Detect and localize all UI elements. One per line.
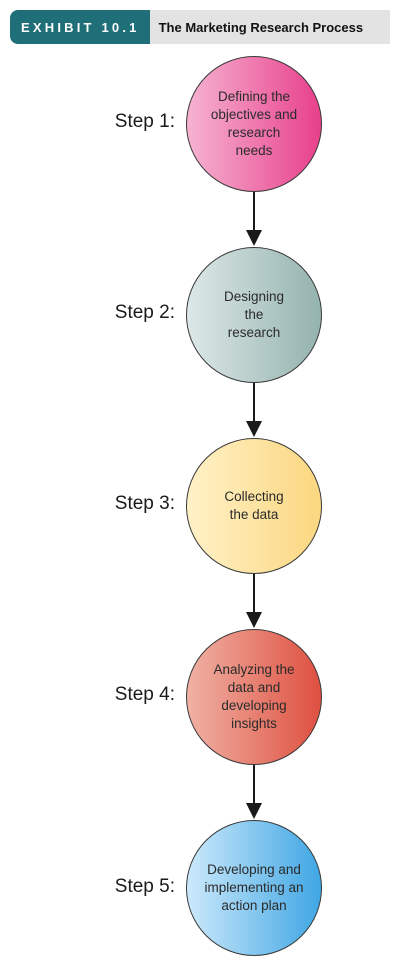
- step-1-label: Step 1:: [114, 111, 175, 132]
- arrow-2-to-3: [246, 383, 262, 437]
- step-4-circle: Analyzing the data and developing insigh…: [186, 629, 322, 765]
- step-2-text: Designing the research: [223, 289, 285, 340]
- step-4-label: Step 4:: [114, 684, 175, 705]
- step-2-label: Step 2:: [114, 302, 175, 323]
- exhibit-header: EXHIBIT 10.1 The Marketing Research Proc…: [10, 10, 390, 44]
- step-4-text: Analyzing the data and developing insigh…: [213, 662, 295, 731]
- step-3-circle: Collecting the data: [186, 438, 322, 574]
- arrow-1-to-2: [246, 192, 262, 246]
- step-5-text: Developing and implementing an action pl…: [204, 862, 304, 913]
- exhibit-title: The Marketing Research Process: [149, 10, 390, 44]
- arrow-3-to-4: [246, 574, 262, 628]
- step-3-label: Step 3:: [114, 493, 175, 514]
- step-5-label: Step 5:: [114, 876, 175, 897]
- step-5-circle: Developing and implementing an action pl…: [186, 820, 322, 956]
- step-2-circle: Designing the research: [186, 247, 322, 383]
- arrow-4-to-5: [246, 765, 262, 819]
- step-3-text: Collecting the data: [224, 489, 284, 522]
- step-1-circle: Defining the objectives and research nee…: [186, 56, 322, 192]
- exhibit-number: EXHIBIT 10.1: [10, 10, 150, 44]
- step-1-text: Defining the objectives and research nee…: [210, 89, 298, 158]
